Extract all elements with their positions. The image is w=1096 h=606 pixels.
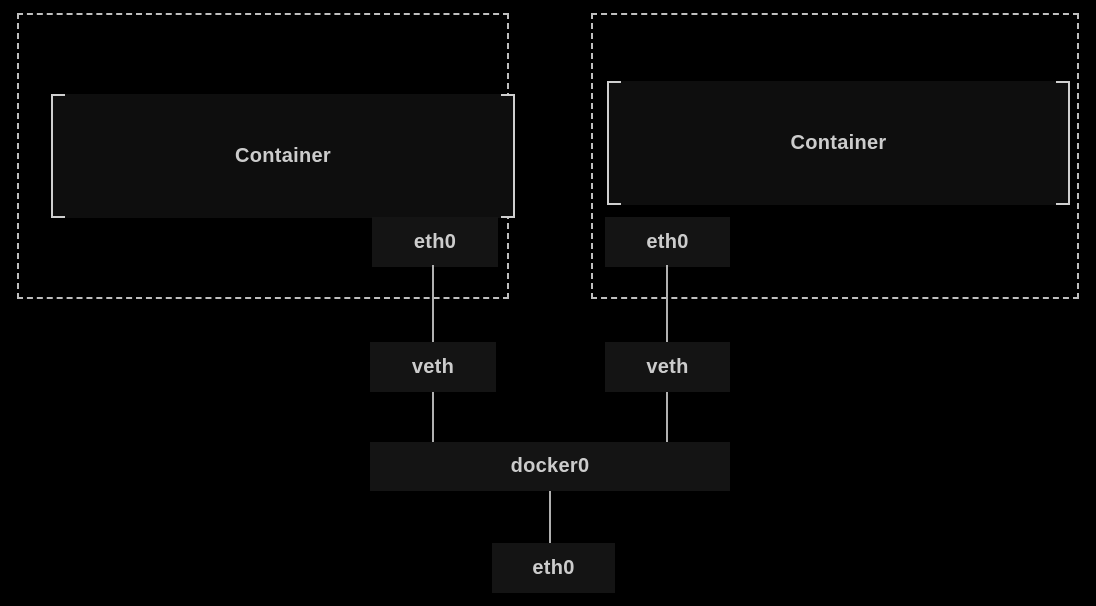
- veth-label-left: veth: [411, 355, 455, 378]
- left-bracket-icon: [607, 81, 621, 205]
- container-node-left: Container: [51, 94, 515, 218]
- eth0-node-right: eth0: [605, 217, 730, 267]
- right-bracket-icon: [1056, 81, 1070, 205]
- eth0-node-left: eth0: [372, 217, 498, 267]
- container-label-left: Container: [234, 144, 332, 167]
- veth-node-right: veth: [605, 342, 730, 392]
- host-eth0-node: eth0: [492, 543, 615, 593]
- container-label-right: Container: [790, 131, 887, 154]
- eth0-label-right: eth0: [646, 230, 689, 253]
- veth-node-left: veth: [370, 342, 496, 392]
- docker0-bridge-node: docker0: [370, 442, 730, 491]
- connector-veth-to-bridge-right: [666, 392, 668, 442]
- docker0-label: docker0: [510, 455, 590, 477]
- connector-bridge-to-host-eth0: [549, 491, 551, 543]
- left-bracket-icon: [51, 94, 65, 218]
- connector-eth0-to-veth-right: [666, 265, 668, 342]
- connector-veth-to-bridge-left: [432, 392, 434, 442]
- namespace-box-left: Container eth0: [17, 13, 515, 299]
- connector-eth0-to-veth-left: [432, 265, 434, 342]
- right-bracket-icon: [501, 94, 515, 218]
- namespace-box-right: Container eth0: [591, 13, 1079, 299]
- host-eth0-label: eth0: [532, 556, 575, 579]
- container-node-right: Container: [607, 81, 1070, 205]
- eth0-label-left: eth0: [413, 230, 457, 253]
- veth-label-right: veth: [646, 355, 689, 378]
